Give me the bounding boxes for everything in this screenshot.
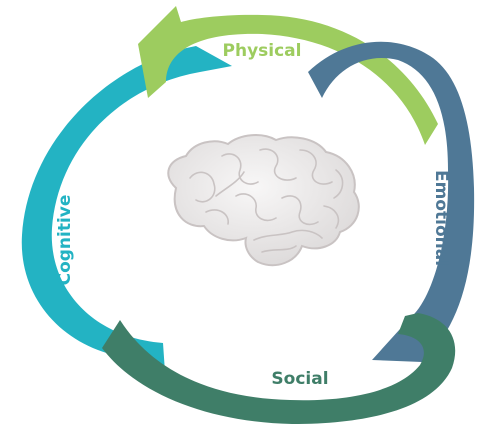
emotional-arrow — [308, 41, 475, 362]
social-arrow — [102, 313, 456, 424]
label-cognitive: Cognitive — [55, 195, 75, 286]
cognitive-arrow — [21, 46, 233, 372]
label-emotional: Emotional — [431, 170, 451, 266]
label-social: Social — [271, 369, 328, 389]
physical-arrow — [138, 6, 438, 145]
brain-icon — [167, 134, 360, 267]
label-physical: Physical — [223, 41, 302, 61]
